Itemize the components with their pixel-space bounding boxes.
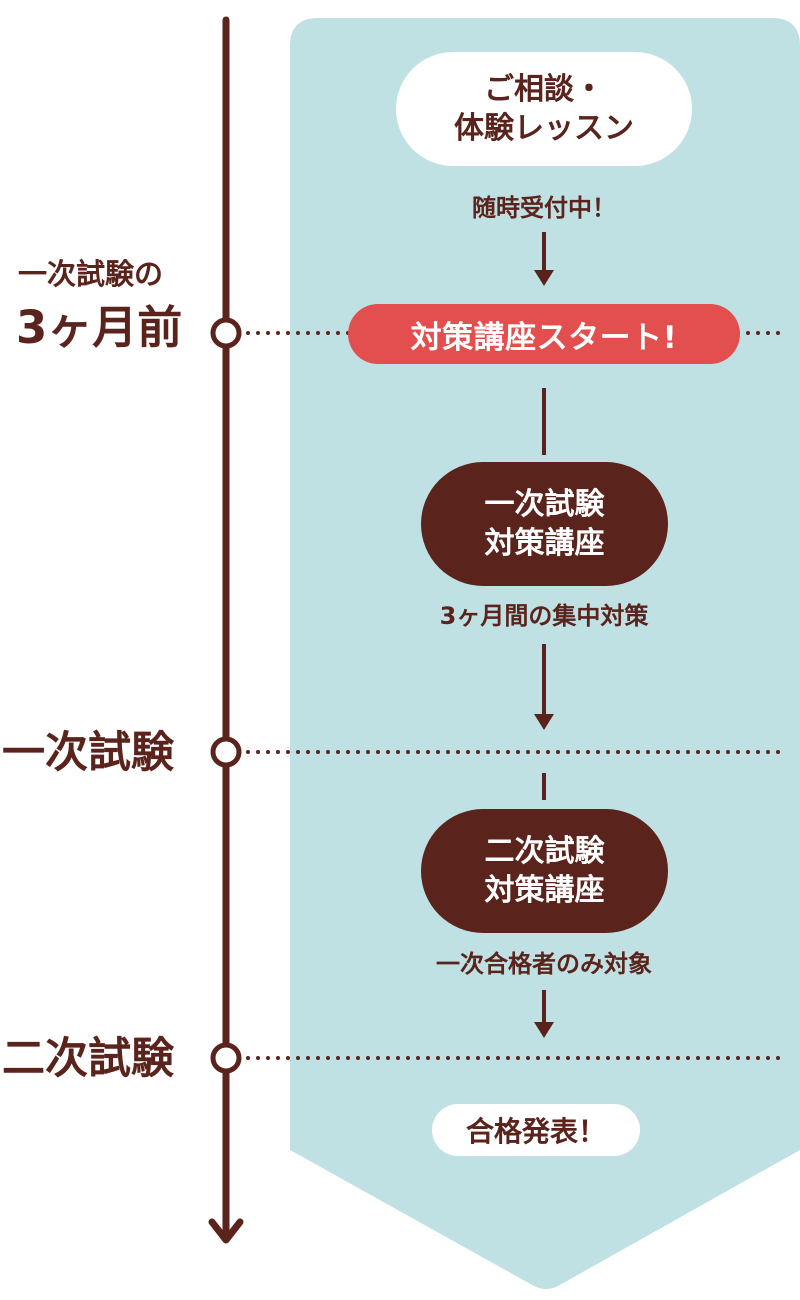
consultation-line-2: 体験レッスン [454,111,634,146]
flow-arrow-2-head [534,714,554,730]
consultation-pill: ご相談・ 体験レッスン [396,52,692,166]
result-announcement-pill: 合格発表！ [432,1104,640,1156]
second-course-line-1: 二次試験 [484,834,605,869]
milestone-3-node [210,1042,242,1074]
milestone-2-node [210,736,242,768]
milestone-3-label: 二次試験 [2,1034,174,1084]
second-course-caption: 一次合格者のみ対象 [436,950,652,978]
consultation-line-1: ご相談・ [484,72,604,107]
second-course-pill: 二次試験 対策講座 [421,809,668,933]
timeline-arrowhead [208,1218,244,1244]
milestone-2-label: 一次試験 [2,728,174,778]
first-course-pill: 一次試験 対策講座 [421,462,668,586]
flow-arrow-1-head [534,270,554,286]
flow-arrow-3-head [534,1022,554,1038]
second-course-line-2: 対策講座 [484,873,605,908]
milestone-1-label-top: 一次試験の [18,257,164,291]
first-course-line-1: 一次試験 [484,487,605,522]
course-start-badge: 対策講座スタート! [348,304,740,364]
milestone-1-node [210,317,242,349]
first-course-line-2: 対策講座 [484,526,605,561]
first-course-caption: 3ヶ月間の集中対策 [439,602,649,630]
consultation-caption: 随時受付中！ [472,194,616,222]
milestone-1-label-bottom: 3ヶ月前 [16,301,183,354]
